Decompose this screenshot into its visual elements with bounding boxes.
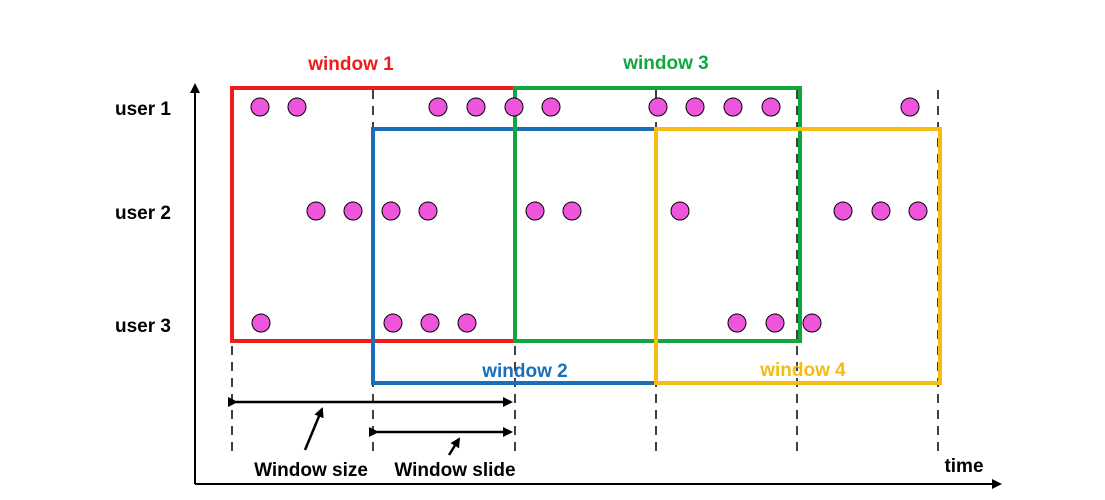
window-size-label: Window size bbox=[254, 460, 368, 481]
window-4-box bbox=[654, 127, 942, 385]
axes bbox=[190, 83, 1002, 489]
event-dot bbox=[250, 97, 270, 117]
event-dot bbox=[562, 201, 582, 221]
event-dot bbox=[908, 201, 928, 221]
event-dot bbox=[420, 313, 440, 333]
window-2-label: window 2 bbox=[481, 361, 568, 382]
window-boxes bbox=[230, 86, 942, 385]
event-dot bbox=[802, 313, 822, 333]
event-dot bbox=[765, 313, 785, 333]
event-dot bbox=[900, 97, 920, 117]
window-slide-pointer bbox=[447, 437, 461, 456]
window-1-label: window 1 bbox=[307, 54, 394, 75]
event-dot bbox=[428, 97, 448, 117]
event-dot bbox=[761, 97, 781, 117]
user-3-label: user 3 bbox=[115, 316, 171, 337]
event-dot bbox=[648, 97, 668, 117]
event-dot bbox=[670, 201, 690, 221]
measure-arrows bbox=[228, 397, 513, 456]
event-dot bbox=[418, 201, 438, 221]
event-dot bbox=[871, 201, 891, 221]
event-dot bbox=[383, 313, 403, 333]
event-dot bbox=[343, 201, 363, 221]
event-dot bbox=[833, 201, 853, 221]
event-dot bbox=[251, 313, 271, 333]
window-size-pointer bbox=[303, 407, 324, 451]
event-dot bbox=[525, 201, 545, 221]
window-slide-label: Window slide bbox=[394, 460, 515, 481]
event-dot bbox=[727, 313, 747, 333]
event-dot bbox=[466, 97, 486, 117]
events bbox=[250, 97, 928, 333]
event-dot bbox=[306, 201, 326, 221]
event-dot bbox=[287, 97, 307, 117]
event-dot bbox=[723, 97, 743, 117]
user-2-label: user 2 bbox=[115, 203, 171, 224]
window-4-label: window 4 bbox=[759, 360, 846, 381]
event-dot bbox=[381, 201, 401, 221]
event-dot bbox=[504, 97, 524, 117]
user-1-label: user 1 bbox=[115, 99, 171, 120]
time-axis-label: time bbox=[944, 456, 983, 477]
time-boundary-lines bbox=[231, 90, 939, 455]
window-3-label: window 3 bbox=[622, 53, 709, 74]
event-dot bbox=[541, 97, 561, 117]
event-dot bbox=[457, 313, 477, 333]
event-dot bbox=[685, 97, 705, 117]
